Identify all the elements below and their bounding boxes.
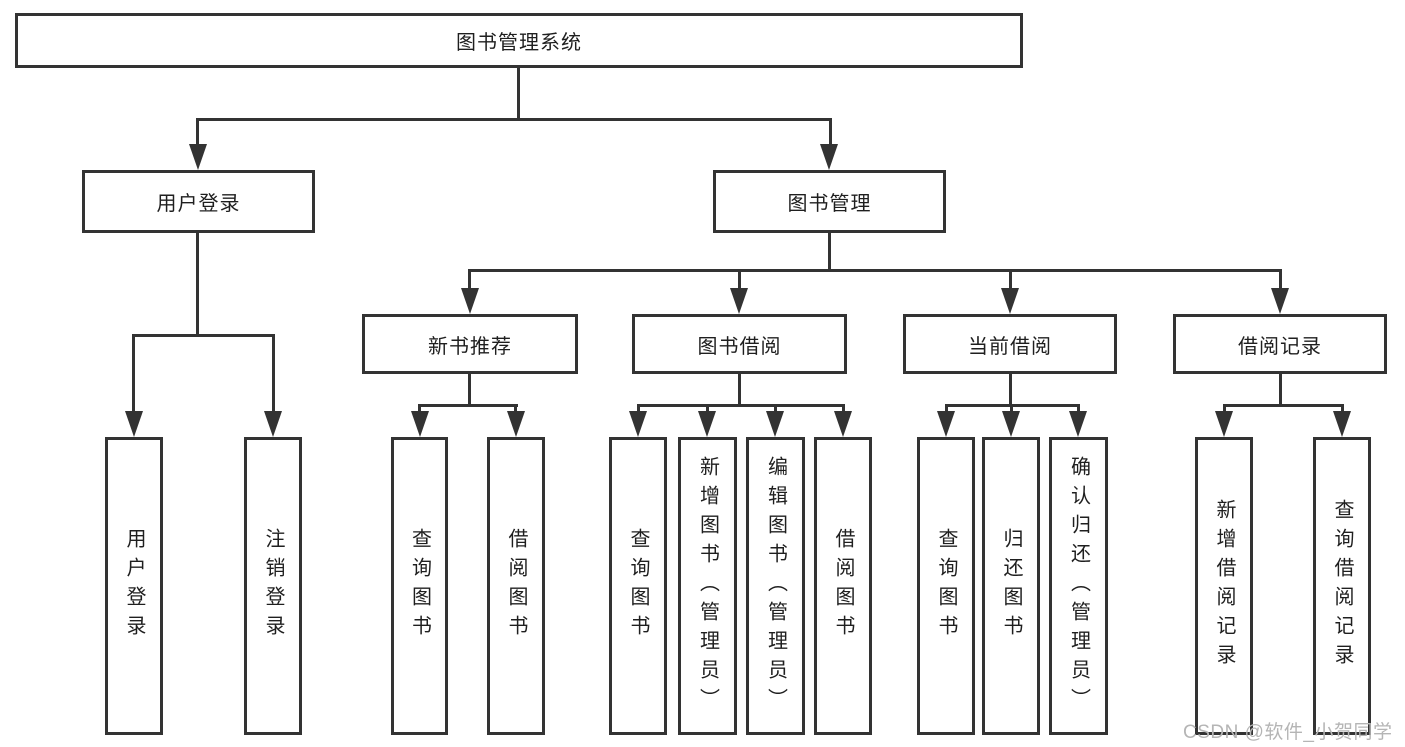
connector-line [637,404,845,407]
node-label: 图书管理 [787,193,872,215]
connector-line [469,269,1282,272]
connector-line [272,334,275,412]
connector-line [1223,404,1226,414]
leaf-label: 查询借阅记录 [1331,499,1353,673]
leaf-label: 编辑图书（管理员） [764,455,787,717]
node-label: 新书推荐 [428,335,512,358]
watermark: CSDN @软件_小贺同学 [1183,722,1393,743]
arrow-down [629,411,647,437]
leaf-label: 借阅图书 [505,528,527,644]
node-label: 用户登录 [156,193,241,215]
connector-line [196,233,199,337]
connector-line [842,404,845,414]
connector-line [706,404,709,414]
arrow-down [1215,411,1233,437]
arrow-down [1001,288,1019,314]
connector-line [418,404,421,414]
arrow-down [507,411,525,437]
node-book-borrowing: 图书借阅 [632,314,847,374]
connector-line [133,334,275,337]
arrow-down [411,411,429,437]
arrow-down [834,411,852,437]
connector-line [738,374,741,407]
arrow-down [264,411,282,437]
connector-line [468,269,471,290]
node-current-borrowing: 当前借阅 [903,314,1117,374]
leaf-return-books: 归还图书 [982,437,1040,735]
leaf-query-borrow-record: 查询借阅记录 [1313,437,1371,735]
node-new-book-recommend: 新书推荐 [362,314,578,374]
leaf-query-books-recommend: 查询图书 [391,437,448,735]
arrow-down [730,288,748,314]
leaf-label: 新增图书（管理员） [696,455,719,717]
leaf-label: 确认归还（管理员） [1067,455,1090,717]
node-label: 图书借阅 [697,335,782,358]
leaf-label: 查询图书 [627,528,649,644]
connector-line [1341,404,1344,414]
leaf-confirm-return-admin: 确认归还（管理员） [1049,437,1108,735]
leaf-edit-books-admin: 编辑图书（管理员） [746,437,805,735]
connector-line [468,374,471,407]
connector-line [828,233,831,272]
node-user-login: 用户登录 [82,170,315,233]
connector-line [1077,404,1080,414]
arrow-down [1069,411,1087,437]
leaf-label: 用户登录 [123,528,145,644]
leaf-add-books-admin: 新增图书（管理员） [678,437,737,735]
node-book-management: 图书管理 [713,170,946,233]
arrow-down [461,288,479,314]
leaf-borrow-books: 借阅图书 [814,437,872,735]
connector-line [637,404,640,414]
leaf-label: 查询图书 [935,528,957,644]
leaf-add-borrow-record: 新增借阅记录 [1195,437,1253,735]
leaf-borrow-books-recommend: 借阅图书 [487,437,545,735]
node-label: 借阅记录 [1238,335,1322,358]
arrow-down [1002,411,1020,437]
leaf-label: 注销登录 [262,528,284,644]
connector-line [1279,269,1282,290]
arrow-down [1271,288,1289,314]
arrow-down [698,411,716,437]
connector-line [945,404,948,414]
connector-line [1010,404,1013,414]
arrow-down [937,411,955,437]
leaf-label: 查询图书 [408,528,431,644]
arrow-down [820,144,838,170]
node-label: 图书管理系统 [456,32,582,54]
connector-line [1279,374,1282,407]
connector-line [196,118,199,147]
connector-line [1009,269,1012,290]
leaf-query-books-current: 查询图书 [917,437,975,735]
node-library-system: 图书管理系统 [15,13,1023,68]
arrow-down [766,411,784,437]
node-borrow-records: 借阅记录 [1173,314,1387,374]
connector-line [132,334,135,412]
connector-line [829,118,832,147]
node-label: 当前借阅 [968,335,1052,358]
arrow-down [189,144,207,170]
connector-line [517,68,520,120]
leaf-label: 新增借阅记录 [1213,499,1235,673]
leaf-logout: 注销登录 [244,437,302,735]
leaf-query-books-borrowing: 查询图书 [609,437,667,735]
leaf-label: 归还图书 [1000,528,1022,644]
connector-line [197,118,832,121]
arrow-down [1333,411,1351,437]
connector-line [514,404,517,414]
connector-line [774,404,777,414]
leaf-label: 借阅图书 [832,528,854,644]
connector-line [1009,374,1012,407]
arrow-down [125,411,143,437]
connector-line [1223,404,1344,407]
connector-line [419,404,518,407]
connector-line [738,269,741,290]
leaf-user-login: 用户登录 [105,437,163,735]
